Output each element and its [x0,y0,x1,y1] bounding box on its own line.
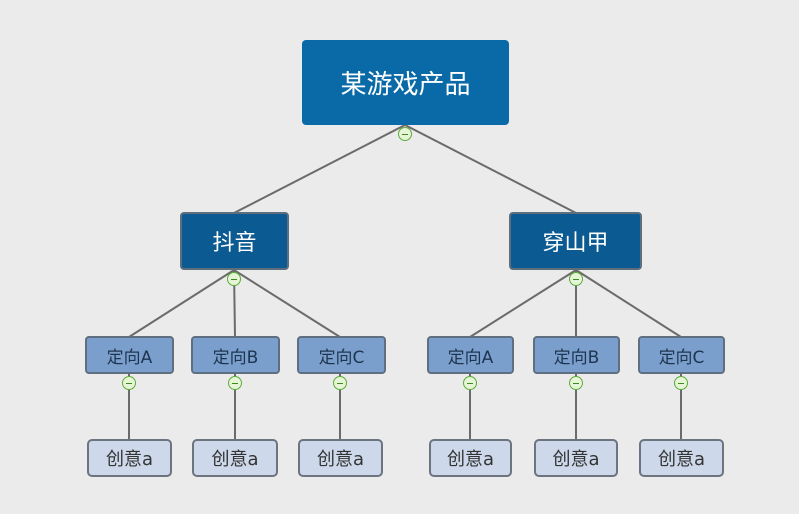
minus-circle-icon[interactable] [227,272,241,286]
minus-circle-icon[interactable] [569,376,583,390]
edge-root-branch0 [233,124,406,214]
edge-branch0-child2 [233,269,341,338]
minus-circle-icon[interactable] [333,376,347,390]
targeting-node-c[interactable]: 定向C [638,336,725,374]
minus-circle-icon[interactable] [674,376,688,390]
edge-branch1-child2 [575,269,682,338]
creative-node[interactable]: 创意a [429,439,512,477]
targeting-node-b[interactable]: 定向B [533,336,620,374]
root-node[interactable]: 某游戏产品 [302,40,509,125]
minus-circle-icon[interactable] [463,376,477,390]
edge-branch0-child0 [128,269,235,338]
branch-node-chuanshanjia[interactable]: 穿山甲 [509,212,642,270]
targeting-node-a[interactable]: 定向A [427,336,514,374]
minus-circle-icon[interactable] [122,376,136,390]
minus-circle-icon[interactable] [569,272,583,286]
creative-node[interactable]: 创意a [298,439,383,477]
creative-node[interactable]: 创意a [639,439,724,477]
minus-circle-icon[interactable] [398,127,412,141]
branch-node-douyin[interactable]: 抖音 [180,212,289,270]
creative-node[interactable]: 创意a [192,439,278,477]
targeting-node-c[interactable]: 定向C [297,336,386,374]
creative-node[interactable]: 创意a [534,439,618,477]
targeting-node-b[interactable]: 定向B [191,336,280,374]
edge-branch1-child0 [469,269,577,338]
edge-root-branch1 [404,124,577,214]
targeting-node-a[interactable]: 定向A [85,336,174,374]
creative-node[interactable]: 创意a [87,439,172,477]
minus-circle-icon[interactable] [228,376,242,390]
